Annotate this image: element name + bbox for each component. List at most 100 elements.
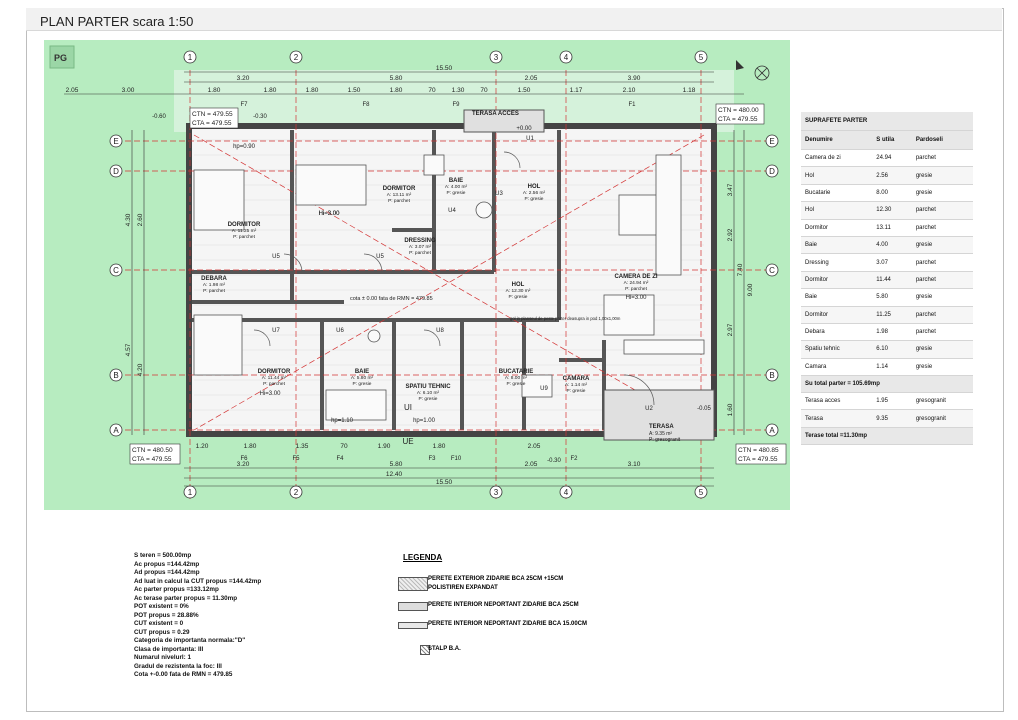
label-f9: F9 bbox=[452, 102, 460, 108]
axis-C-right: C bbox=[769, 266, 775, 275]
dim-left-1: 2.60 bbox=[137, 213, 144, 226]
svg-text:HOL: HOL bbox=[512, 282, 525, 288]
axis-A-left: A bbox=[113, 426, 119, 435]
dim-right-4: 2.97 bbox=[727, 323, 734, 336]
axis-5-bottom: 5 bbox=[699, 488, 704, 497]
stat-line: Ad propus =144.42mp bbox=[134, 569, 200, 576]
dim-top2-1: 3.00 bbox=[122, 87, 135, 94]
dim-top2-8: 1.30 bbox=[452, 87, 465, 94]
axis-E-right: E bbox=[769, 137, 774, 146]
label-u3: U3 bbox=[495, 191, 503, 197]
axis-2-top: 2 bbox=[294, 53, 299, 62]
north-arrow-icon bbox=[736, 60, 770, 81]
legend-text: PERETE EXTERIOR ZIDARIE BCA 25CM +15CM P… bbox=[428, 576, 564, 591]
terasa-label: TERASA bbox=[649, 424, 674, 430]
svg-text:Hi=3.00: Hi=3.00 bbox=[626, 295, 648, 301]
svg-text:BAIE: BAIE bbox=[449, 178, 463, 184]
dim-left-0: 4.30 bbox=[125, 213, 132, 226]
axis-bubbles bbox=[109, 50, 779, 499]
col-s-utila: S utila bbox=[872, 130, 912, 150]
terasa-acces-label: TERASA ACCES bbox=[472, 111, 519, 117]
dim-bottom-wall-5: 1.80 bbox=[433, 443, 446, 450]
axis-labels: 1 2 3 4 5 1 2 3 4 5 E D C B A E D C B A bbox=[113, 53, 775, 497]
dim-bottom-2: 2.05 bbox=[525, 461, 538, 468]
label-u5b: U5 bbox=[376, 254, 384, 260]
label-u6: U6 bbox=[336, 328, 344, 334]
svg-text:P: gresie: P: gresie bbox=[419, 396, 438, 402]
legend-text: STALP B.A. bbox=[428, 646, 461, 652]
label-ue: UE bbox=[402, 437, 413, 446]
label-u5a: U5 bbox=[272, 254, 280, 260]
label-level-m030b: -0.30 bbox=[547, 458, 561, 464]
floor-plan: PG bbox=[44, 40, 790, 510]
stat-line: Categoria de importanta normala:"D" bbox=[134, 637, 246, 644]
axis-2-bottom: 2 bbox=[294, 488, 299, 497]
axis-B-right: B bbox=[769, 371, 774, 380]
label-f5: F5 bbox=[292, 456, 300, 462]
label-f8: F8 bbox=[362, 102, 370, 108]
svg-text:DORMITOR: DORMITOR bbox=[258, 369, 291, 375]
dim-bottom-wall-6: 2.05 bbox=[528, 443, 541, 450]
svg-text:A: 6.10 m²: A: 6.10 m² bbox=[417, 390, 440, 396]
terasa-finish: P: gresogranit bbox=[649, 437, 681, 443]
title-bar bbox=[26, 8, 1002, 31]
svg-text:A: 13.11 m²: A: 13.11 m² bbox=[387, 192, 412, 198]
axis-E-left: E bbox=[113, 137, 118, 146]
stat-line: Gradul de rezistenta la foc: III bbox=[134, 662, 222, 670]
col-pardoseli: Pardoseli bbox=[911, 130, 973, 150]
svg-text:Hi=3.00: Hi=3.00 bbox=[260, 391, 282, 397]
label-u1: U1 bbox=[526, 136, 534, 142]
dim-top-total: 15.50 bbox=[436, 65, 453, 72]
stat-line: Cota +-0.00 fata de RMN = 479.85 bbox=[134, 671, 233, 678]
svg-text:P: parchet: P: parchet bbox=[263, 381, 286, 387]
level-markers: CTN = 479.55 CTA = 479.55 CTN = 480.00 C… bbox=[129, 103, 787, 465]
dim-right-1: 2.92 bbox=[727, 228, 734, 241]
misc-labels: UE UI U1 U2 U3 U4 U5 U5 U6 U7 U8 U9 F1 F… bbox=[152, 102, 711, 464]
label-ui: UI bbox=[404, 403, 412, 412]
exterior-wall bbox=[186, 123, 717, 437]
terasa-acces-area bbox=[463, 109, 545, 133]
dim-top2-2: 1.80 bbox=[208, 87, 221, 94]
surfaces-table: SUPRAFETE PARTER Denumire S utila Pardos… bbox=[801, 112, 973, 445]
label-u2: U2 bbox=[645, 406, 653, 412]
svg-text:A: 4.00 m²: A: 4.00 m² bbox=[445, 184, 468, 190]
dim-bottom-1: 5.80 bbox=[390, 461, 403, 468]
page-title: PLAN PARTER scara 1:50 bbox=[40, 14, 194, 29]
terasa-area bbox=[603, 389, 715, 441]
dim-bottom-3: 3.10 bbox=[628, 461, 641, 468]
svg-text:CAMARA: CAMARA bbox=[563, 376, 590, 382]
axis-D-left: D bbox=[113, 167, 119, 176]
svg-text:A: 2.56 m²: A: 2.56 m² bbox=[523, 190, 546, 196]
legend-title: LEGENDA bbox=[403, 553, 443, 562]
label-u9: U9 bbox=[540, 386, 548, 392]
label-hp090: hp=0.90 bbox=[233, 144, 256, 150]
dimension-texts-vertical: 3.47 2.92 7.40 9.00 2.97 1.60 4.30 2.60 … bbox=[125, 183, 754, 416]
cta-bottom-right: CTA = 479.55 bbox=[738, 456, 778, 463]
svg-text:P: parchet: P: parchet bbox=[409, 250, 432, 256]
axis-D-right: D bbox=[769, 167, 775, 176]
svg-text:P: parchet: P: parchet bbox=[388, 198, 411, 204]
stat-line: CUT existent = 0 bbox=[134, 620, 184, 627]
label-hp110: hp=1.10 bbox=[331, 418, 354, 424]
label-f7: F7 bbox=[240, 102, 248, 108]
label-level-m005: -0.05 bbox=[697, 406, 711, 412]
label-f2: F2 bbox=[570, 456, 578, 462]
ctn-top-left: CTN = 479.55 bbox=[192, 111, 233, 118]
